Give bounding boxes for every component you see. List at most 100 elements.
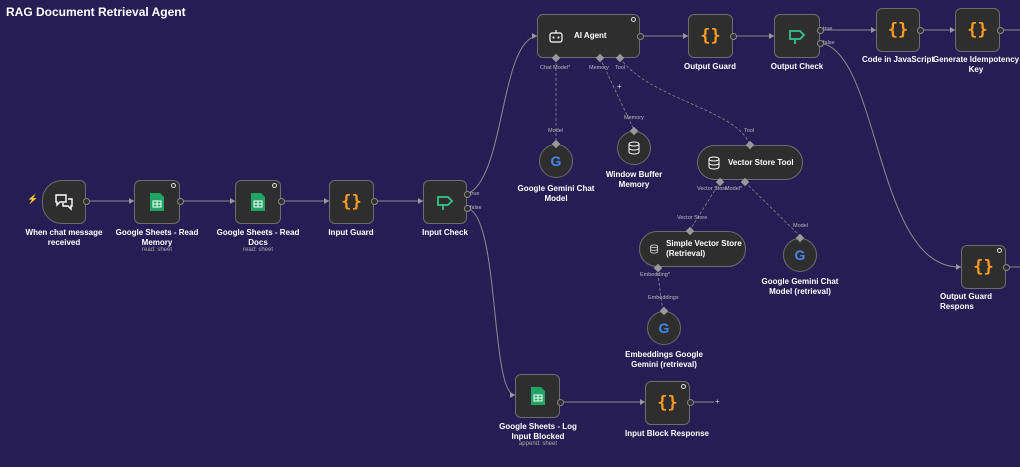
node-gemini-chat-model-label: Google Gemini Chat Model bbox=[517, 184, 595, 203]
database-icon bbox=[650, 244, 658, 254]
node-input-guard[interactable]: {} bbox=[329, 180, 374, 224]
node-output-guard-response-label: Output Guard Respons bbox=[940, 292, 992, 311]
output-connector-false[interactable] bbox=[817, 40, 824, 47]
node-window-buffer-memory-label: Window Buffer Memory bbox=[605, 170, 663, 189]
node-vector-store-tool[interactable]: Vector Store Tool bbox=[697, 145, 803, 180]
curly-braces-icon: {} bbox=[973, 257, 994, 277]
node-simple-vector-store[interactable]: Simple Vector Store (Retrieval) bbox=[639, 231, 746, 267]
node-sheets-read-memory-sub: read: sheet bbox=[141, 247, 173, 253]
output-connector[interactable] bbox=[917, 27, 924, 34]
node-window-buffer-memory[interactable] bbox=[617, 131, 651, 165]
edge-agent-memory bbox=[599, 57, 635, 131]
edge-tool-gemini-retrieval bbox=[744, 181, 801, 237]
edge-output-check-false-response bbox=[819, 42, 962, 268]
vector-store-tool-model-port: Model* bbox=[725, 186, 743, 192]
input-check-false-port: false bbox=[470, 205, 482, 211]
output-connector[interactable] bbox=[557, 399, 564, 406]
simple-vector-store-embedding-port: Embedding* bbox=[640, 272, 670, 278]
robot-icon bbox=[549, 30, 563, 43]
node-sheets-log-blocked-sub: append: sheet bbox=[518, 441, 558, 447]
output-connector[interactable] bbox=[637, 33, 644, 40]
google-sheets-icon bbox=[530, 387, 545, 405]
node-code-javascript[interactable]: {} bbox=[876, 8, 920, 52]
refresh-icon bbox=[272, 183, 277, 188]
edge-input-check-ai-agent bbox=[466, 35, 538, 195]
output-connector[interactable] bbox=[371, 198, 378, 205]
node-sheets-read-docs[interactable] bbox=[235, 180, 281, 224]
database-icon bbox=[628, 141, 640, 155]
if-branch-icon bbox=[437, 196, 454, 210]
output-connector[interactable] bbox=[730, 33, 737, 40]
curly-braces-icon: {} bbox=[341, 192, 362, 212]
node-sheets-read-memory-label: Google Sheets - Read Memory bbox=[115, 228, 199, 247]
node-output-guard-label: Output Guard bbox=[684, 62, 736, 71]
node-gemini-chat-model-retrieval-label: Google Gemini Chat Model (retrieval) bbox=[761, 277, 839, 296]
curly-braces-icon: {} bbox=[657, 393, 678, 413]
add-tool-button[interactable]: + bbox=[617, 82, 622, 91]
edge-store-embeddings bbox=[656, 267, 664, 313]
node-ai-agent[interactable]: AI Agent bbox=[537, 14, 640, 58]
refresh-icon bbox=[171, 183, 176, 188]
google-g-icon: G bbox=[550, 153, 562, 169]
node-output-guard[interactable]: {} bbox=[688, 14, 733, 58]
trigger-bolt-icon: ⚡ bbox=[27, 194, 39, 204]
vector-store-edge-label: Vector Store bbox=[677, 215, 708, 221]
output-connector-true[interactable] bbox=[817, 27, 824, 34]
node-gemini-chat-model-retrieval[interactable]: G bbox=[783, 238, 817, 272]
add-node-button[interactable]: + bbox=[715, 397, 720, 406]
output-connector-false[interactable] bbox=[464, 205, 471, 212]
node-output-guard-response[interactable]: {} bbox=[961, 245, 1006, 289]
gemini-retrieval-edge-label: Model bbox=[793, 223, 808, 229]
embeddings-edge-label: Embeddings bbox=[648, 295, 679, 301]
node-sheets-read-docs-sub: read: sheet bbox=[242, 247, 274, 253]
curly-braces-icon: {} bbox=[700, 26, 721, 46]
node-code-javascript-label: Code in JavaScript bbox=[861, 55, 935, 64]
node-sheets-log-blocked-label: Google Sheets - Log Input Blocked bbox=[499, 422, 577, 441]
output-connector[interactable] bbox=[83, 198, 90, 205]
refresh-icon bbox=[631, 17, 636, 22]
node-input-block-response-label: Input Block Response bbox=[624, 429, 709, 438]
workflow-title: RAG Document Retrieval Agent bbox=[6, 5, 186, 19]
curly-braces-icon: {} bbox=[967, 20, 988, 40]
if-branch-icon bbox=[789, 30, 806, 44]
refresh-icon bbox=[997, 248, 1002, 253]
edge-input-check-log-blocked bbox=[466, 207, 516, 396]
node-sheets-read-docs-label: Google Sheets - Read Docs bbox=[216, 228, 300, 247]
output-connector[interactable] bbox=[1003, 264, 1010, 271]
edge-agent-tool bbox=[619, 57, 751, 147]
ai-agent-tool-port: Tool bbox=[615, 65, 626, 71]
node-input-guard-label: Input Guard bbox=[328, 228, 374, 237]
refresh-icon bbox=[681, 384, 686, 389]
output-connector[interactable] bbox=[177, 198, 184, 205]
google-g-icon: G bbox=[794, 247, 806, 263]
google-sheets-icon bbox=[251, 193, 265, 211]
chat-bubbles-icon bbox=[55, 194, 73, 211]
node-gemini-chat-model[interactable]: G bbox=[539, 144, 573, 178]
output-connector-true[interactable] bbox=[464, 191, 471, 198]
google-g-icon: G bbox=[658, 320, 670, 336]
node-embeddings-gemini-label: Embeddings Google Gemini (retrieval) bbox=[625, 350, 703, 369]
output-connector[interactable] bbox=[997, 27, 1004, 34]
node-input-check[interactable] bbox=[423, 180, 467, 224]
curly-braces-icon: {} bbox=[887, 20, 909, 40]
node-idempotency-key[interactable]: {} bbox=[955, 8, 1000, 52]
google-sheets-icon bbox=[150, 193, 164, 211]
node-output-check-label: Output Check bbox=[770, 62, 824, 71]
node-input-block-response[interactable]: {} bbox=[645, 381, 690, 425]
ai-agent-chat-model-port: Chat Model* bbox=[540, 65, 571, 71]
output-connector[interactable] bbox=[687, 399, 694, 406]
node-chat-trigger[interactable] bbox=[42, 180, 86, 224]
input-check-true-port: true bbox=[470, 191, 480, 197]
memory-edge-label: Memory bbox=[624, 115, 644, 121]
node-ai-agent-label: AI Agent bbox=[574, 31, 607, 40]
gemini-model-edge-label: Model bbox=[548, 128, 563, 134]
node-sheets-log-blocked[interactable] bbox=[515, 374, 560, 418]
node-sheets-read-memory[interactable] bbox=[134, 180, 180, 224]
ai-agent-memory-port: Memory bbox=[589, 65, 609, 71]
vector-store-tool-vs-port: Vector Store bbox=[697, 186, 728, 192]
output-connector[interactable] bbox=[278, 198, 285, 205]
node-vector-store-tool-label: Vector Store Tool bbox=[728, 157, 794, 167]
node-output-check[interactable] bbox=[774, 14, 820, 58]
node-embeddings-gemini[interactable]: G bbox=[647, 311, 681, 345]
tool-edge-label: Tool bbox=[744, 128, 755, 134]
